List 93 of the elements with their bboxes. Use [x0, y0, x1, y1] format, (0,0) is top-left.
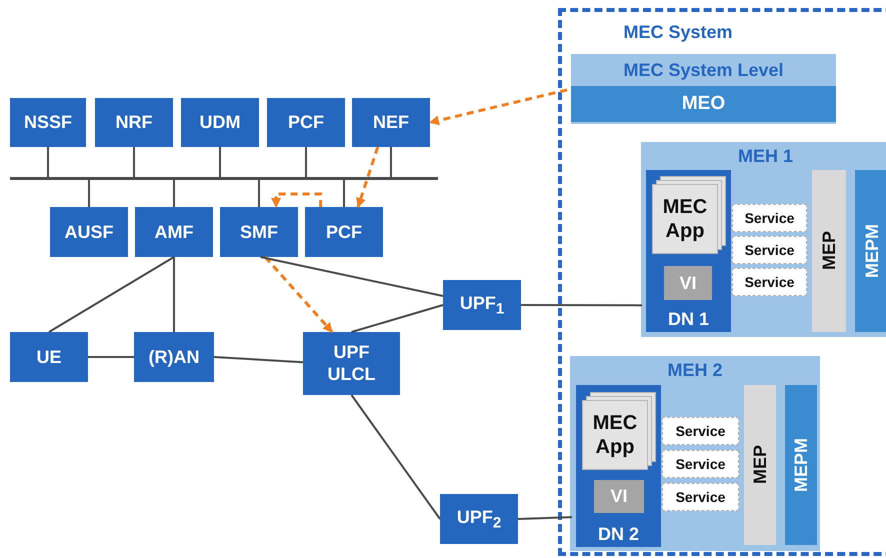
connector-line: [173, 257, 175, 332]
node-label: PCF: [288, 112, 324, 133]
service-box: [662, 450, 739, 478]
arrow: [429, 88, 568, 126]
network-function-box: [443, 280, 521, 330]
platform-bar: [744, 385, 776, 545]
node-label: UPF$_{2}$: [456, 506, 502, 532]
node-label: MEC System Level: [623, 60, 784, 81]
connector-line: [260, 256, 444, 297]
connector-line: [47, 147, 49, 177]
node-label: MEC System: [623, 22, 733, 43]
network-function-box: [95, 98, 173, 147]
connector-line: [258, 180, 260, 207]
node-label: Service: [676, 422, 726, 440]
node-label: VI: [610, 486, 628, 507]
node-label: PCF: [326, 222, 362, 242]
node-label: MEPM: [863, 224, 881, 278]
connector-line: [305, 147, 307, 177]
network-function-box: [50, 207, 128, 257]
node-label: Service: [744, 274, 794, 290]
connector-line: [351, 304, 444, 333]
connector-line: [214, 356, 304, 364]
service-box: [662, 417, 739, 445]
node-label: MEC App: [592, 411, 638, 459]
service-box: [732, 204, 807, 232]
arrow: [264, 256, 334, 333]
network-function-box: [134, 332, 214, 382]
network-function-box: [352, 98, 430, 147]
orchestrator-bar: [571, 86, 836, 122]
network-function-box: [303, 332, 400, 395]
service-box: [662, 483, 739, 511]
connector-line: [88, 180, 90, 207]
node-label: DN 1: [668, 309, 709, 330]
connector-line: [518, 516, 572, 520]
host-panel: [570, 356, 820, 551]
app-card-stack: [582, 392, 656, 470]
connector-line: [350, 394, 441, 520]
network-function-box: [10, 332, 88, 382]
node-label: UPF ULCL: [326, 342, 376, 386]
node-label: (R)AN: [148, 346, 200, 368]
connector-line: [219, 147, 221, 177]
node-label: AMF: [154, 222, 194, 242]
arrow: [271, 192, 322, 208]
network-function-box: [267, 98, 345, 147]
network-function-box: [305, 207, 383, 257]
node-label: Service: [744, 210, 794, 226]
network-function-box: [440, 494, 518, 544]
node-label: DN 2: [598, 524, 639, 545]
node-label: MEC App: [662, 195, 708, 243]
node-label: Service: [744, 242, 794, 258]
network-function-box: [220, 207, 298, 257]
node-label: MEH 2: [667, 360, 722, 381]
arrow: [356, 146, 380, 208]
platform-bar: [812, 170, 846, 332]
network-function-box: [181, 98, 259, 147]
network-function-box: [135, 207, 213, 257]
connector-line: [343, 180, 345, 207]
host-panel: [641, 142, 886, 337]
service-box: [732, 236, 807, 264]
system-level-panel: [571, 54, 836, 124]
node-label: AUSF: [64, 222, 114, 242]
node-label: NRF: [116, 112, 152, 133]
infrastructure-box: [664, 266, 712, 300]
node-label: MEPM: [792, 438, 810, 492]
node-label: MEO: [682, 93, 726, 115]
connector-line: [521, 304, 642, 306]
infrastructure-box: [594, 480, 644, 513]
system-boundary-frame: [558, 8, 886, 556]
connector-line: [48, 256, 175, 333]
node-label: Service: [676, 456, 726, 472]
network-panel: [576, 385, 661, 547]
connector-line: [133, 147, 135, 177]
node-label: Service: [676, 488, 726, 506]
node-label: UPF$_{1}$: [460, 292, 504, 318]
platform-manager-bar: [785, 385, 817, 545]
platform-manager-bar: [855, 170, 886, 332]
node-label: NSSF: [24, 112, 72, 133]
node-label: NEF: [373, 112, 409, 133]
node-label: MEP: [751, 445, 769, 484]
node-label: UDM: [200, 112, 240, 133]
app-card-stack: [652, 176, 726, 254]
node-label: VI: [679, 272, 696, 294]
network-function-box: [10, 98, 86, 147]
service-box: [732, 268, 807, 296]
node-label: MEH 1: [738, 146, 793, 167]
node-label: SMF: [240, 222, 278, 242]
node-label: UE: [36, 346, 62, 368]
network-panel: [646, 170, 731, 332]
service-bus-line: [10, 177, 438, 180]
node-label: MEP: [820, 231, 838, 270]
connector-line: [88, 356, 134, 358]
connector-line: [390, 147, 392, 177]
connector-line: [173, 180, 175, 207]
